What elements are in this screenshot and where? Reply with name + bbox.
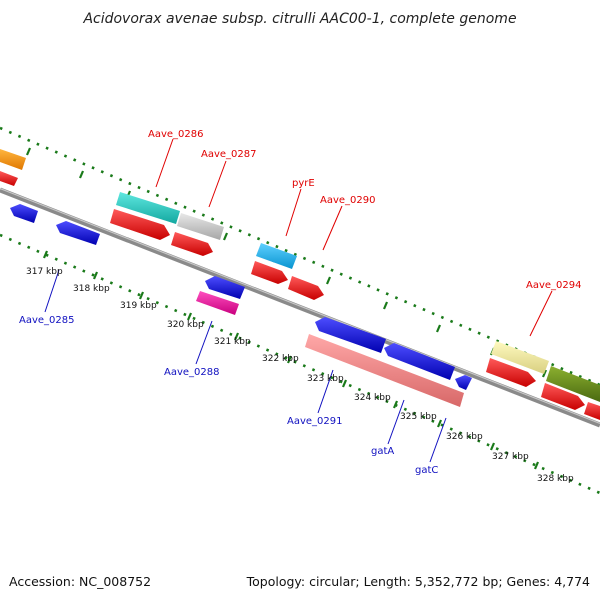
genome-backbone (0, 187, 600, 428)
genome-summary-text: Topology: circular; Length: 5,352,772 bp… (246, 574, 590, 589)
gene-arrow (56, 221, 100, 245)
gene-arrow (0, 171, 18, 186)
gene-arrow (541, 383, 585, 410)
gene-label-gata: gatA (371, 446, 394, 457)
gene-arrow (171, 232, 213, 256)
tick-label: 327 kbp (492, 452, 529, 462)
gene-label-aave-0286: Aave_0286 (148, 129, 204, 140)
tick-label: 323 kbp (307, 374, 344, 384)
genome-backbone-highlight (0, 187, 600, 425)
tick-label: 317 kbp (26, 267, 63, 277)
tick-label: 324 kbp (354, 393, 391, 403)
gene-arrow (110, 209, 170, 240)
gene-arrow (256, 243, 297, 269)
gene-label-aave-0290: Aave_0290 (320, 195, 376, 206)
gene-arrow (384, 343, 455, 380)
gene-arrow (486, 358, 536, 387)
tick-label: 318 kbp (73, 284, 110, 294)
tick-label: 322 kbp (262, 354, 299, 364)
tick-label: 325 kbp (400, 412, 437, 422)
gene-arrow (196, 291, 239, 315)
gene-arrow (177, 213, 224, 240)
tick-labels: 317 kbp 318 kbp 319 kbp 320 kbp 321 kbp … (26, 267, 574, 484)
gene-label-aave-0285: Aave_0285 (19, 315, 75, 326)
gene-label-aave-0287: Aave_0287 (201, 149, 257, 160)
inner-major-ticks (42, 250, 540, 470)
gene-label-aave-0288: Aave_0288 (164, 367, 220, 378)
gene-arrow (251, 261, 288, 284)
gene-arrow (584, 402, 600, 420)
gene-arrow (315, 317, 386, 353)
gene-label-pyre: pyrE (292, 178, 315, 189)
gene-labels: Aave_0286 Aave_0287 pyrE Aave_0290 Aave_… (19, 129, 582, 476)
tick-label: 320 kbp (167, 320, 204, 330)
gene-arrow (116, 192, 180, 224)
gene-arrow (546, 366, 600, 402)
gene-arrow (205, 276, 245, 299)
label-leader-lines (44, 138, 553, 463)
map-title: Acidovorax avenae subsp. citrulli AAC00-… (82, 11, 516, 27)
gene-label-aave-0294: Aave_0294 (526, 280, 582, 291)
gene-label-gatc: gatC (415, 465, 438, 476)
accession-text: Accession: NC_008752 (9, 574, 151, 589)
gene-arrow (288, 276, 324, 300)
gene-arrow (305, 334, 464, 407)
tick-label: 326 kbp (446, 432, 483, 442)
gene-label-aave-0291: Aave_0291 (287, 416, 343, 427)
gene-arrow (0, 149, 26, 170)
gene-arrow (10, 204, 38, 223)
gene-arrow (491, 341, 549, 374)
tick-label: 328 kbp (537, 474, 574, 484)
gene-features-inner (10, 204, 472, 407)
tick-label: 321 kbp (214, 337, 251, 347)
gene-arrow (455, 375, 472, 390)
gene-features-outer (0, 149, 600, 420)
tick-label: 319 kbp (120, 301, 157, 311)
